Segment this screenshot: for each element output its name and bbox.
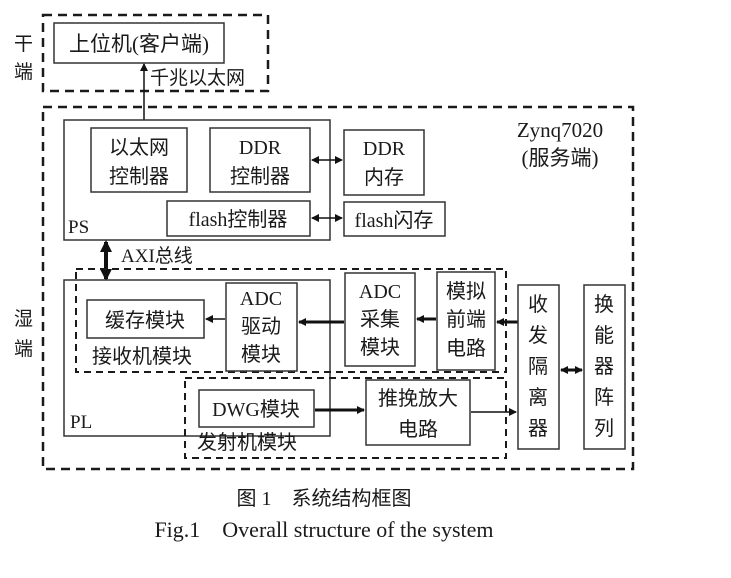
server-title-1: Zynq7020 — [517, 118, 603, 142]
caption-cn: 图 1 系统结构框图 — [237, 487, 412, 510]
dry-end-label-1: 干 — [14, 34, 33, 55]
afe-line2: 前端 — [446, 308, 486, 331]
trx-iso-char-3: 隔 — [528, 355, 548, 378]
eth-ctrl-block — [90, 127, 188, 193]
trx-iso-char-2: 发 — [528, 324, 548, 347]
wet-end-label-2: 端 — [14, 338, 33, 360]
adc-driver-line2: 驱动 — [241, 315, 281, 338]
transducer-char-3: 器 — [594, 356, 614, 378]
wet-end-label-1: 湿 — [14, 308, 33, 330]
dwg-block — [198, 389, 315, 428]
transducer-char-1: 换 — [594, 293, 614, 316]
cache-block — [86, 299, 205, 339]
ddr-ctrl-block — [209, 127, 311, 193]
adc-driver-block — [225, 282, 298, 372]
gigabit-ethernet-label: 千兆以太网 — [150, 67, 245, 89]
ddr-ctrl-line2: 控制器 — [230, 165, 290, 188]
pushpull-line2: 电路 — [398, 418, 438, 441]
trx-isolator-block — [517, 284, 560, 450]
pushpull-block — [365, 379, 471, 446]
afe-line3: 电路 — [446, 337, 486, 360]
eth-ctrl-line1: 以太网 — [109, 136, 169, 159]
flash-mem-label: flash闪存 — [355, 209, 434, 232]
adc-acq-line2: 采集 — [360, 308, 400, 331]
adc-acq-line3: 模块 — [360, 336, 400, 359]
transmitter-label: 发射机模块 — [197, 431, 297, 454]
trx-iso-char-4: 离 — [528, 386, 548, 409]
caption-en: Fig.1 Overall structure of the system — [154, 517, 493, 542]
trx-iso-char-5: 器 — [528, 418, 548, 440]
ddr-mem-line2: 内存 — [364, 166, 404, 189]
host-label: 上位机(客户端) — [69, 32, 209, 56]
adc-driver-line3: 模块 — [241, 343, 281, 366]
host-block — [53, 22, 225, 64]
transmitter-region — [184, 377, 507, 459]
dwg-label: DWG模块 — [212, 398, 300, 421]
dry-end-label-2: 端 — [14, 61, 33, 83]
ddr-ctrl-line1: DDR — [239, 137, 282, 159]
adc-acq-line1: ADC — [359, 281, 401, 303]
pl-label: PL — [70, 412, 92, 433]
transducer-char-4: 阵 — [594, 386, 614, 409]
trx-iso-char-1: 收 — [528, 293, 548, 316]
flash-ctrl-block — [166, 200, 311, 237]
adc-acq-block — [344, 272, 416, 367]
afe-block — [436, 271, 496, 371]
server-region — [41, 105, 635, 471]
ddr-mem-block — [343, 129, 425, 196]
adc-driver-line1: ADC — [240, 288, 282, 310]
pushpull-line1: 推挽放大 — [378, 387, 458, 410]
transducer-char-2: 能 — [594, 324, 614, 347]
flash-mem-block — [343, 201, 446, 237]
server-title-2: (服务端) — [522, 146, 599, 170]
eth-ctrl-line2: 控制器 — [109, 165, 169, 188]
ddr-mem-line1: DDR — [363, 138, 406, 160]
cache-label: 缓存模块 — [105, 309, 185, 332]
ps-label: PS — [68, 217, 89, 238]
transducer-char-5: 列 — [594, 417, 614, 440]
receiver-label: 接收机模块 — [92, 345, 192, 368]
transducer-array-block — [583, 284, 626, 450]
dry-end-region — [41, 13, 270, 93]
axi-bus-label: AXI总线 — [121, 245, 193, 267]
afe-line1: 模拟 — [446, 280, 486, 303]
flash-ctrl-label: flash控制器 — [189, 208, 288, 231]
